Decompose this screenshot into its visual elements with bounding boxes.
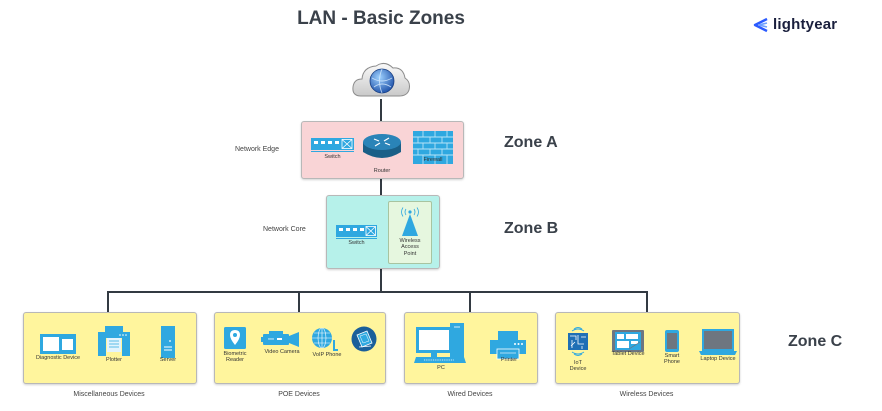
lightyear-logo: lightyear [753, 16, 837, 33]
connector-core-bus [380, 268, 382, 292]
router-icon [363, 134, 401, 158]
edge-switch-label: Switch [324, 154, 341, 160]
poe-devices-group[interactable]: Biometric Reader Video Camera VoIP Phone [214, 312, 386, 384]
lightyear-chevron-icon [753, 17, 768, 32]
iot-device-icon [568, 327, 588, 356]
tablet-device-icon [612, 330, 644, 352]
printer-label: Printer [500, 357, 518, 363]
plotter-label: Plotter [106, 357, 122, 363]
connector-wired-devices [469, 291, 471, 312]
edge-router-label: Router [373, 168, 391, 174]
zone-c-label: Zone C [788, 333, 843, 350]
network-edge-label: Network Edge [235, 146, 279, 153]
laptop-device-icon [699, 329, 737, 355]
server-icon [161, 326, 175, 358]
wireless-devices-group[interactable]: IoT Device Tablet Device Smart Phone Lap… [555, 312, 740, 384]
biometric-reader-icon [224, 327, 246, 349]
misc-devices-group[interactable]: Diagnostic Device Plotter Server [23, 312, 197, 384]
internet-cloud-icon [352, 62, 410, 97]
smart-phone-icon [665, 330, 679, 352]
printer-icon [490, 331, 526, 360]
wireless-access-point-icon [401, 207, 419, 236]
connector-poe-devices [298, 291, 300, 312]
touchscreen-kiosk-icon [351, 326, 377, 352]
video-camera-icon [261, 331, 299, 347]
pc-label: PC [437, 365, 445, 371]
diagnostic-device-label: Diagnostic Device [35, 355, 81, 361]
zone-a-network-edge-box[interactable]: Switch Router Firewall [301, 121, 464, 179]
video-camera-label: Video Camera [264, 349, 300, 355]
connector-wireless-devices [646, 291, 648, 312]
edge-firewall-label: Firewall [423, 157, 443, 163]
network-core-label: Network Core [263, 226, 306, 233]
smart-phone-label: Smart Phone [664, 353, 680, 366]
wap-label: Wireless Access Point [399, 238, 421, 257]
zone-b-label: Zone B [504, 220, 559, 237]
poe-devices-label: POE Devices [278, 391, 320, 398]
voip-phone-icon [312, 327, 338, 351]
pc-icon [414, 323, 466, 363]
tablet-device-label: Tablet Device [611, 351, 645, 357]
logo-text: lightyear [773, 16, 838, 33]
misc-devices-label: Miscellaneous Devices [73, 391, 145, 398]
plotter-icon [98, 326, 130, 356]
connector-internet-edge [380, 99, 382, 121]
wireless-devices-label: Wireless Devices [619, 391, 674, 398]
connector-misc-devices [107, 291, 109, 312]
iot-device-label: IoT Device [569, 360, 587, 373]
wired-devices-group[interactable]: PC Printer [404, 312, 538, 384]
switch-icon [311, 138, 354, 152]
laptop-device-label: Laptop Device [700, 356, 736, 362]
diagnostic-device-icon [40, 334, 76, 354]
voip-phone-label: VoIP Phone [312, 352, 342, 358]
server-label: Server [159, 357, 177, 363]
wireless-access-point-box[interactable]: Wireless Access Point [388, 201, 432, 264]
connector-edge-core [380, 178, 382, 195]
firewall-icon [413, 131, 453, 164]
biometric-reader-label: Biometric Reader [223, 351, 247, 364]
connector-bus [107, 291, 648, 293]
diagram-title: LAN - Basic Zones [297, 8, 465, 29]
core-switch-label: Switch [348, 240, 365, 246]
wired-devices-label: Wired Devices [447, 391, 493, 398]
zone-a-label: Zone A [504, 134, 558, 151]
switch-icon [336, 225, 377, 239]
